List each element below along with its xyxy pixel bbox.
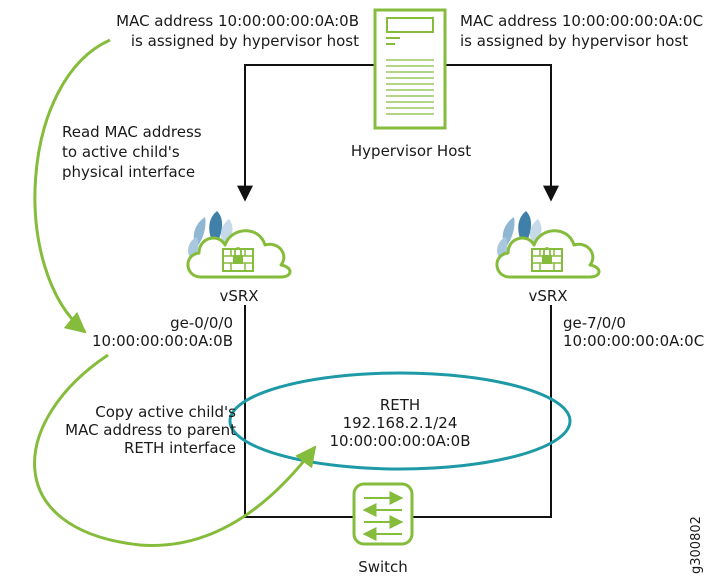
switch-icon	[352, 482, 414, 546]
cloud-firewall-icon	[495, 209, 601, 279]
copy-mac-arrow	[33, 353, 317, 547]
reth-ip: 192.168.2.1/24	[343, 414, 458, 432]
switch-label: Switch	[358, 558, 408, 576]
read-mac-label-line2: to active child's	[62, 143, 180, 161]
hypervisor-label: Hypervisor Host	[351, 142, 471, 160]
server-icon	[373, 8, 447, 130]
iface-left-name: ge-0/0/0	[170, 314, 233, 332]
copy-mac-label-line3: RETH interface	[124, 439, 236, 457]
vsrx-left-label: vSRX	[219, 287, 258, 305]
top-left-label-line1: MAC address 10:00:00:00:0A:0B	[116, 12, 359, 30]
vsrx-right-label: vSRX	[528, 287, 567, 305]
top-right-label-line2: is assigned by hypervisor host	[460, 32, 688, 50]
reth-oval	[228, 371, 572, 471]
reth-mac: 10:00:00:00:0A:0B	[330, 432, 471, 450]
read-mac-label-line3: physical interface	[62, 163, 195, 181]
read-mac-arrow	[33, 38, 111, 334]
top-left-label-line2: is assigned by hypervisor host	[131, 32, 359, 50]
copy-mac-label-line1: Copy active child's	[95, 403, 236, 421]
figure-id: g300802	[689, 516, 704, 574]
reth-title: RETH	[380, 396, 420, 414]
read-mac-label-line1: Read MAC address	[62, 123, 202, 141]
iface-right-name: ge-7/0/0	[563, 314, 626, 332]
cloud-firewall-icon	[186, 209, 292, 279]
top-right-label-line1: MAC address 10:00:00:00:0A:0C	[460, 12, 703, 30]
copy-mac-label-line2: MAC address to parent	[65, 421, 236, 439]
iface-right-mac: 10:00:00:00:0A:0C	[563, 332, 704, 350]
iface-left-mac: 10:00:00:00:0A:0B	[92, 332, 233, 350]
